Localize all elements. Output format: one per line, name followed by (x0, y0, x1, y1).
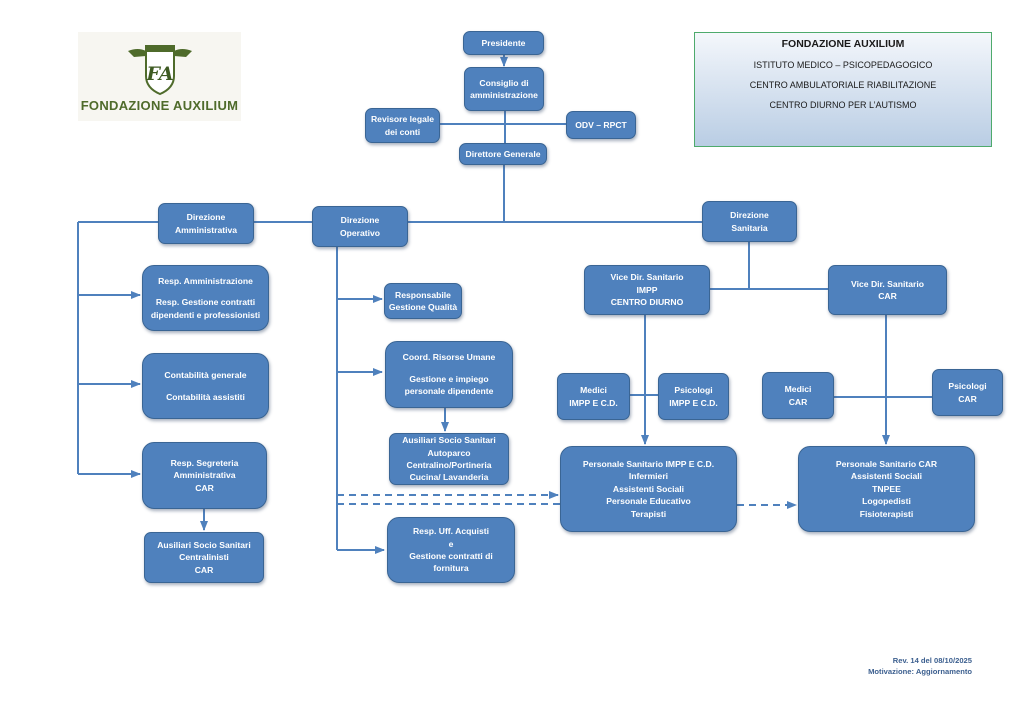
node-label-line: Direzione (340, 215, 380, 226)
node-label-line: Terapisti (630, 508, 667, 519)
node-label-line: Personale Educativo (606, 496, 691, 507)
node-label-line: Amministrativa (173, 470, 236, 481)
node-label-line: Psicologi (674, 385, 713, 396)
node-label-line: Personale Sanitario IMPP E C.D. (582, 458, 715, 469)
node-label-line: Vice Dir. Sanitario (851, 278, 924, 289)
logo-name: FONDAZIONE AUXILIUM (80, 98, 239, 113)
node-label-line: IMPP E C.D. (669, 397, 718, 408)
node-label-line: Assistenti Sociali (850, 471, 923, 482)
node-label-line: Infermieri (628, 471, 669, 482)
node-label-line: Sanitaria (731, 222, 768, 233)
node-presidente[interactable]: Presidente (463, 31, 544, 55)
node-label-line: Ausiliari Socio Sanitari (157, 539, 251, 550)
node-label-line: amministrazione (470, 90, 538, 100)
revision-note: Rev. 14 del 08/10/2025 Motivazione: Aggi… (868, 655, 972, 678)
node-label-line: Logopedisti (862, 496, 911, 507)
svg-text:FA: FA (145, 63, 173, 85)
logo: FA FONDAZIONE AUXILIUM (78, 32, 241, 121)
node-label-line: Autoparco (427, 447, 471, 458)
node-label-line: fornitura (433, 563, 469, 574)
node-odv-rpct[interactable]: ODV – RPCT (566, 111, 636, 139)
node-label-line: Resp. Gestione contratti (155, 297, 256, 308)
node-label-line: IMPP E C.D. (569, 397, 618, 408)
node-label-line: CAR (194, 564, 214, 575)
node-label-line: Coord. Risorse Umane (402, 352, 496, 363)
node-label-line: Cucina/ Lavanderia (409, 472, 489, 483)
node-label-line: Fisioterapisti (859, 508, 914, 519)
node-label-line: Gestione contratti di (409, 551, 493, 561)
node-label-line: Centralino/Portineria (406, 460, 492, 470)
info-title: FONDAZIONE AUXILIUM (781, 38, 905, 50)
node-label-line: Assistenti Sociali (612, 483, 685, 494)
node-label-line: Revisore legale (370, 114, 435, 125)
node-label-line: Ausiliari Socio Sanitari (402, 435, 496, 446)
fa-monogram-shield-icon: FA (128, 45, 192, 96)
info-line: ISTITUTO MEDICO – PSICOPEDAGOGICO (753, 60, 933, 70)
node-label-line: Personale Sanitario CAR (835, 458, 938, 469)
node-label-line: Resp. Uff. Acquisti (412, 526, 490, 537)
node-label-line: Medici (580, 385, 607, 396)
info-line: CENTRO AMBULATORIALE RIABILITAZIONE (749, 80, 937, 90)
revision-number: Rev. 14 del 08/10/2025 (892, 656, 972, 665)
node-label-line: Gestione e impiego (409, 373, 489, 384)
node-label-line: personale dipendente (404, 386, 494, 397)
node-label-line: Contabilità assistiti (166, 391, 245, 402)
node-label-line: CENTRO DIURNO (610, 297, 684, 308)
node-label-line: Vice Dir. Sanitario (610, 272, 684, 283)
node-label-line: Resp. Segreteria (170, 457, 239, 468)
node-label-line: Operativo (339, 227, 381, 238)
node-label-line: TNPEE (872, 483, 901, 494)
node-label-line: Medici (784, 384, 812, 395)
node-label-line: e (448, 538, 454, 549)
revision-reason: Motivazione: Aggiornamento (868, 667, 972, 677)
node-label-line: dipendenti e professionisti (150, 309, 261, 320)
node-label-line: Responsabile (395, 289, 451, 300)
node-label-line: CAR (878, 291, 897, 301)
node-label-line: ODV – RPCT (575, 119, 627, 130)
node-label-line: Centralinisti (179, 552, 229, 563)
node-label-line: dei conti (384, 126, 421, 137)
node-label-line: Direzione (186, 212, 226, 223)
node-label-line: Presidente (481, 37, 526, 48)
node-label-line: CAR (958, 393, 977, 404)
institution-info-box: FONDAZIONE AUXILIUM ISTITUTO MEDICO – PS… (694, 32, 992, 147)
node-personale-sanitario-car[interactable]: Personale Sanitario CAR Assistenti Social… (798, 446, 975, 532)
node-direttore-generale[interactable]: Direttore Generale (459, 143, 547, 165)
node-label-line: Resp. Amministrazione (158, 275, 253, 286)
node-label-line: Contabilità generale (164, 370, 247, 381)
node-label-line: CAR (195, 482, 214, 493)
node-label-line: Direttore Generale (465, 148, 541, 159)
node-label-line: Psicologi (948, 381, 987, 392)
node-label-line: Direzione (730, 210, 769, 221)
node-label-line: CAR (788, 396, 808, 407)
node-label-line: Gestione Qualità (388, 302, 458, 312)
node-label-line: IMPP (636, 284, 658, 295)
node-label-line: Consiglio di (479, 77, 529, 88)
node-personale-sanitario-impp[interactable]: Personale Sanitario IMPP E C.D. Infermier… (560, 446, 737, 532)
node-consiglio-di-amministrazione[interactable]: Consiglio di amministrazione (464, 67, 544, 111)
node-label-line: Amministrativa (174, 224, 238, 235)
info-line: CENTRO DIURNO PER L’AUTISMO (769, 100, 917, 110)
